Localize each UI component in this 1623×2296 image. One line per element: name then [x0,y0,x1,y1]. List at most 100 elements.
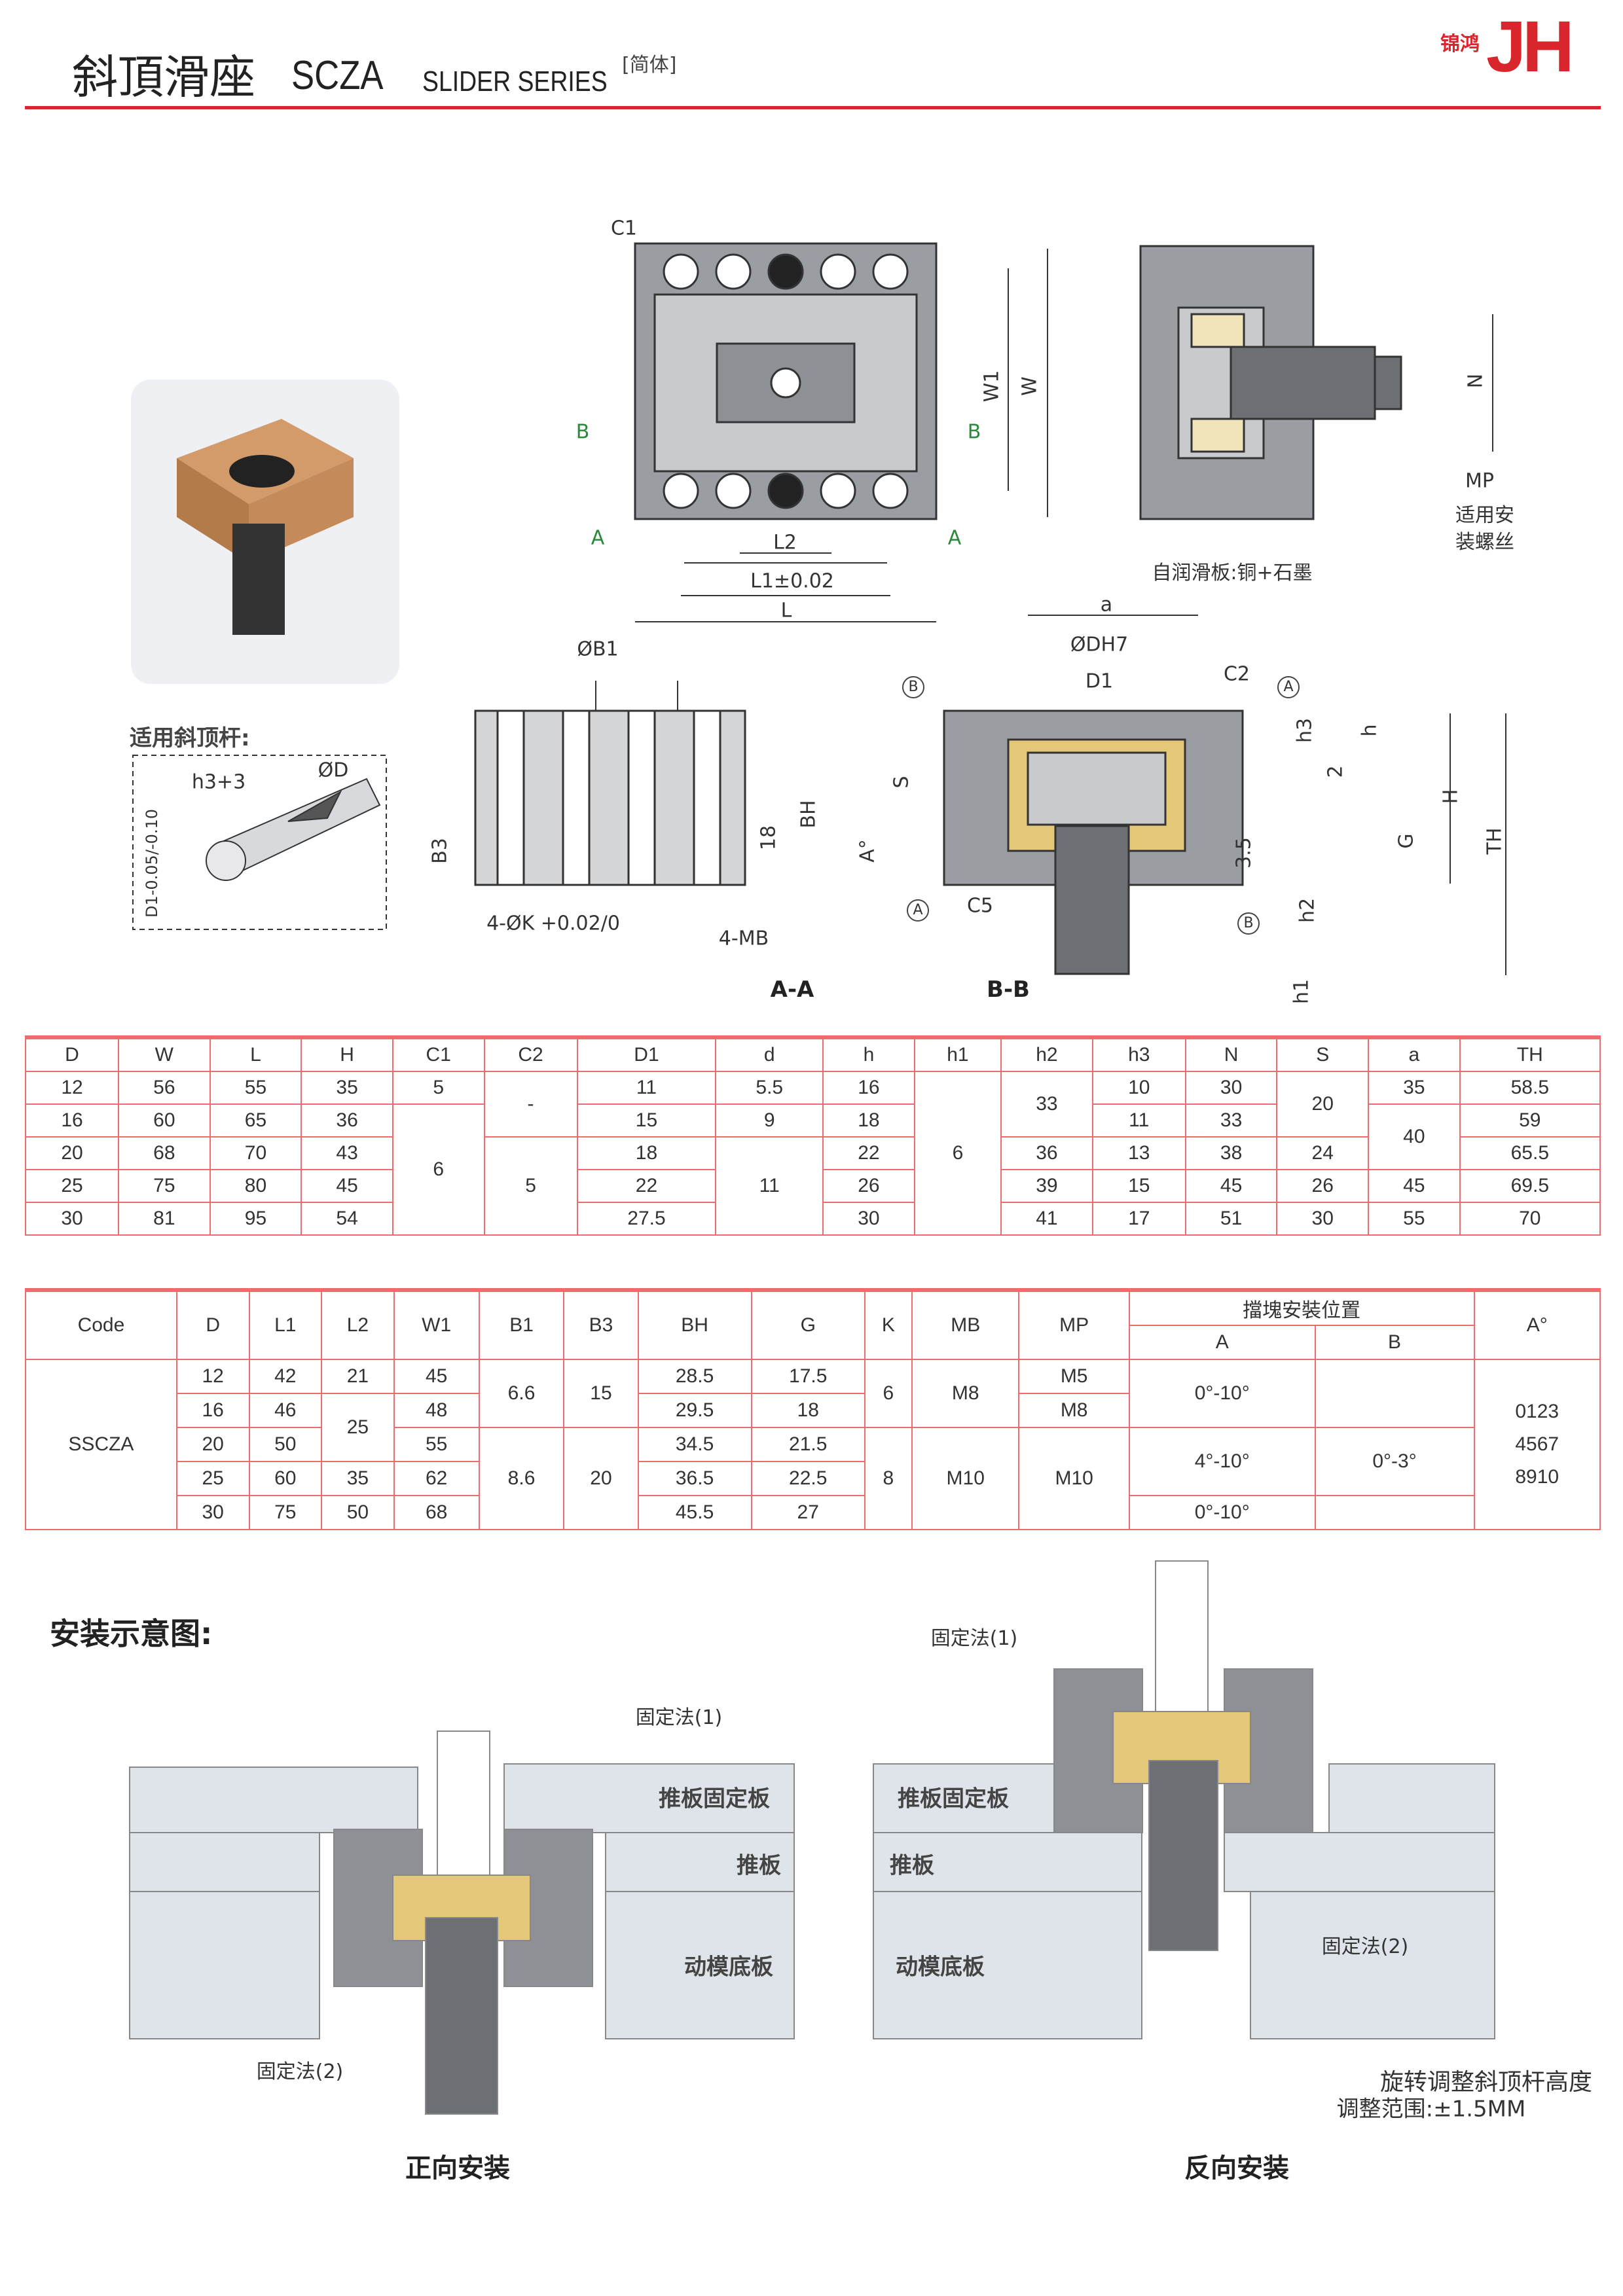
cell: 25 [175,1461,250,1496]
cell: 81 [118,1202,211,1236]
cell: 26 [822,1169,915,1203]
cell: M5 [1018,1359,1130,1394]
rev-caption: 反向安装 [1184,2153,1289,2183]
cell: 18 [750,1393,866,1428]
cell: 24 [1276,1136,1370,1170]
rod-drawing [132,755,387,930]
label-2: 2 [1324,765,1347,778]
cell: 20 [175,1427,250,1462]
cell: 35 [1368,1071,1461,1105]
cell: 25 [321,1393,395,1462]
cell: 62 [393,1461,480,1496]
cell: 68 [393,1495,480,1530]
th: L [209,1035,302,1072]
th: A° [1473,1288,1601,1360]
label-b3: B3 [428,838,452,864]
label-l: L [780,599,792,622]
label-k: 4-ØK +0.02/0 [486,912,620,935]
cell: 21.5 [750,1427,866,1462]
cell: 33 [1000,1071,1093,1138]
cell: 60 [248,1461,323,1496]
label-w1: W1 [980,370,1004,403]
cell: 28.5 [637,1359,752,1394]
cell: 34.5 [637,1427,752,1462]
label-bb-d1: D1 [1085,670,1114,693]
cell: 20 [563,1427,639,1530]
series-name: SLIDER SERIES [422,65,608,98]
cell: 58.5 [1459,1071,1601,1105]
label-mp: MP [1465,469,1494,493]
cell [1314,1495,1475,1530]
cell: 4°-10° [1128,1427,1316,1496]
label-n: N [1464,373,1487,389]
rev-note2: 调整范围:±1.5MM [1336,2096,1526,2123]
label-s: S [890,776,913,789]
cell: 68 [118,1136,211,1170]
th: S [1276,1035,1370,1072]
install-reverse-drawing [873,1560,1495,2039]
label-c2: C2 [1223,662,1250,686]
label-l2: L2 [773,531,797,554]
code-cell: SSCZA [25,1359,177,1530]
cell: 30 [1276,1202,1370,1236]
th: h [822,1035,915,1072]
cell: 0°-3° [1314,1427,1475,1496]
product-code: SCZA [291,53,384,98]
cell: 55 [209,1071,302,1105]
cell: 51 [1184,1202,1278,1236]
label-od: ØD [318,759,349,782]
cell: 25 [24,1169,120,1203]
th: N [1184,1035,1278,1072]
label-h: h [1358,724,1381,737]
label-screw-1: 适用安 [1455,504,1514,527]
th: Code [25,1288,177,1360]
cell: 9 [715,1103,824,1138]
th: TH [1459,1035,1601,1072]
cell: 0°-10° [1128,1359,1316,1428]
label-w: W [1018,376,1042,396]
cell: 45 [1368,1169,1461,1203]
cell: 30 [1184,1071,1278,1105]
cell: 11 [576,1071,717,1105]
cell: - [483,1071,578,1138]
cell: 59 [1459,1103,1601,1138]
rev-fix2: 固定法(2) [1321,1935,1409,1958]
cell: 11 [715,1136,824,1236]
logo-text: 锦鸿 [1440,33,1480,56]
cell: 39 [1000,1169,1093,1203]
label-angle: A° [856,839,879,863]
label-screw-2: 装螺丝 [1455,531,1514,554]
cell: 50 [248,1427,323,1462]
rev-note1: 旋转调整斜顶杆高度 [1379,2069,1593,2096]
cell: 70 [1459,1202,1601,1236]
cell: 18 [822,1103,915,1138]
th: B1 [478,1288,565,1360]
th: C2 [483,1035,578,1072]
cell: 22.5 [750,1461,866,1496]
cell: 50 [321,1495,395,1530]
circled-b-top: B [902,676,924,698]
section-bb-drawing [943,615,1506,975]
cell: 69.5 [1459,1169,1601,1203]
label-b-left: B [575,420,590,444]
cell: 5 [483,1136,578,1236]
cell: 65 [209,1103,302,1138]
cell: 15 [1091,1169,1186,1203]
angle-line: 4567 [1515,1433,1559,1455]
label-h3: h3 [1293,717,1317,744]
cell: 12 [24,1071,120,1105]
cell: 6.6 [478,1359,565,1428]
label-mb: 4-MB [718,927,769,950]
